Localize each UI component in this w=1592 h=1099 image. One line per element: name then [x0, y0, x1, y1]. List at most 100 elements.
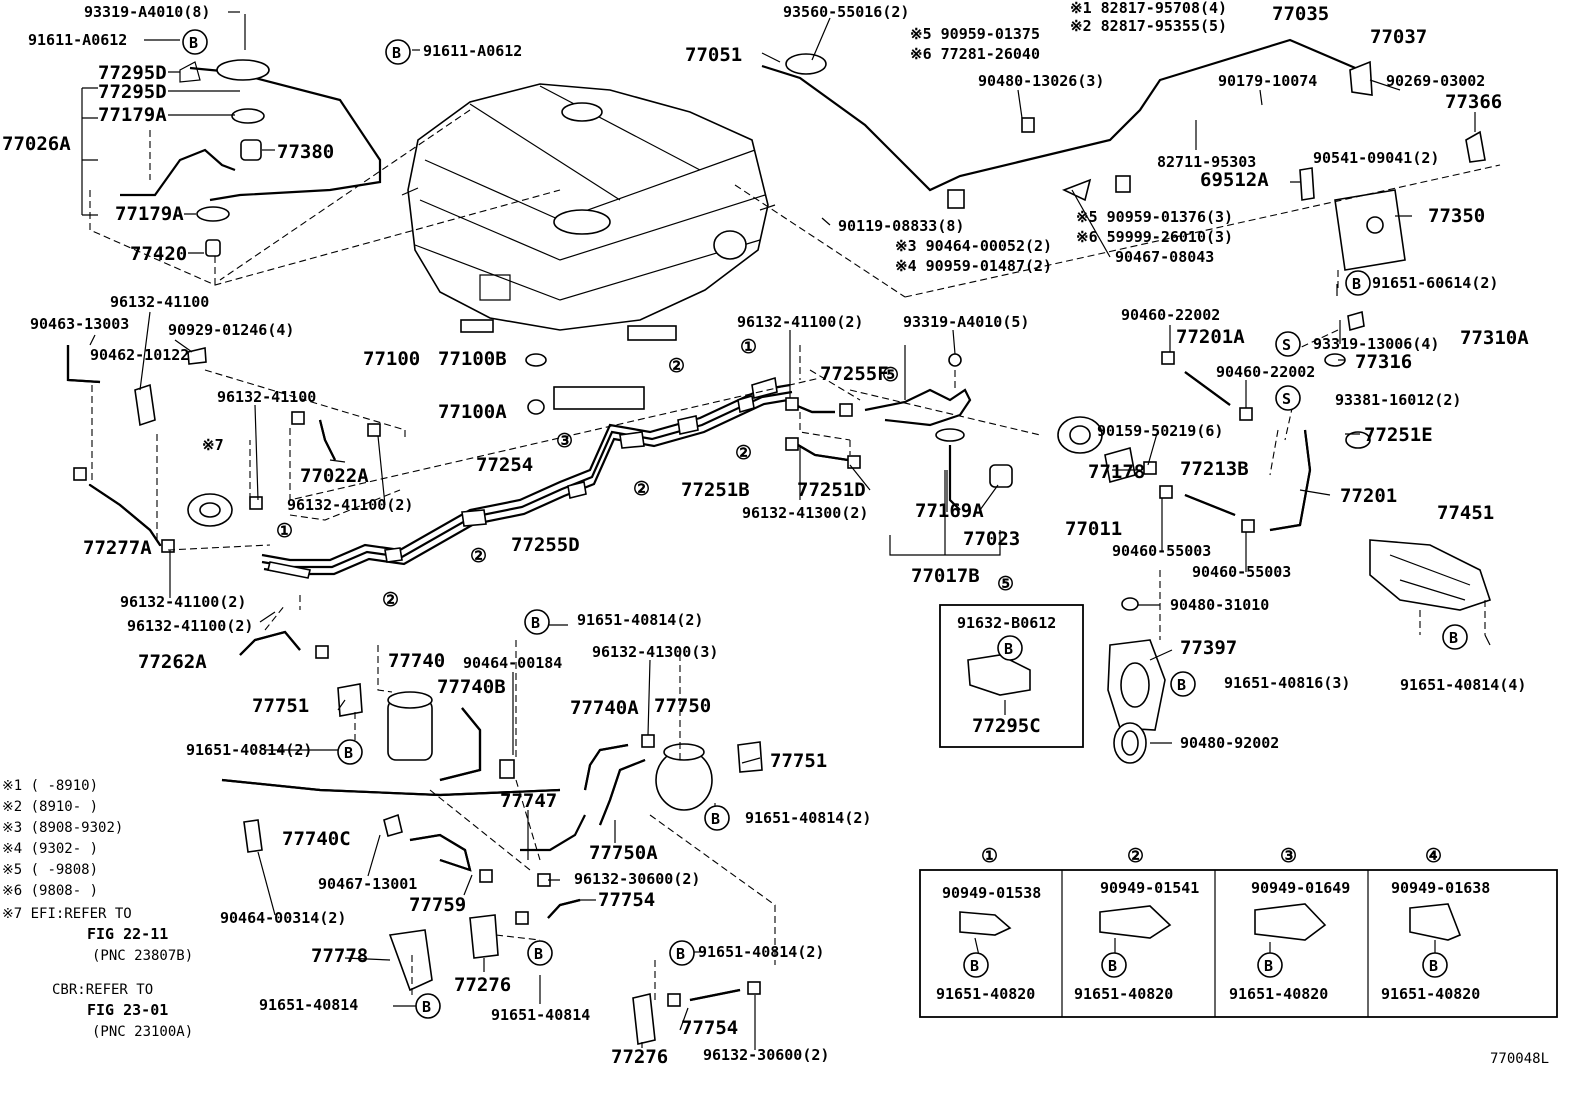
filler-plate-77397	[1107, 597, 1166, 764]
label-77023: 77023	[963, 528, 1020, 550]
label-77178: 77178	[1088, 461, 1145, 483]
label-77740a: 77740A	[570, 697, 639, 719]
label-c3-91651-40820: 91651-40820	[1229, 985, 1328, 1003]
label-77740: 77740	[388, 650, 445, 672]
marker-b-6: B	[1177, 676, 1186, 694]
label-77366: 77366	[1445, 91, 1502, 113]
fuel-tank-drawing	[401, 83, 776, 331]
label-77037: 77037	[1370, 26, 1427, 48]
label-77051: 77051	[685, 44, 742, 66]
marker-b-2: B	[392, 44, 401, 62]
label-90269-03002: 90269-03002	[1386, 72, 1485, 90]
skid-plate-77451	[1369, 539, 1492, 635]
label-77100b: 77100B	[438, 348, 507, 370]
footnote-7-line-1: ※7 EFI:REFER TO	[2, 906, 132, 922]
label-77420: 77420	[130, 243, 187, 265]
label-90480-92002: 90480-92002	[1180, 734, 1279, 752]
pad-77100b	[525, 353, 547, 367]
label-69512a: 69512A	[1200, 169, 1269, 191]
label-90464-00184: 90464-00184	[463, 654, 562, 672]
label-91651-40814-2-d: 91651-40814(2)	[698, 943, 824, 961]
vent-line-assembly	[120, 14, 382, 257]
label-90480-13026-3: 90480-13026(3)	[978, 72, 1104, 90]
label-77251b: 77251B	[681, 479, 750, 501]
label-m4-90959-01487-2: ※4 90959-01487(2)	[895, 257, 1052, 275]
label-77751-a: 77751	[252, 695, 309, 717]
label-91651-40814-2-b: 91651-40814(2)	[186, 741, 312, 759]
legend-circle-1: ①	[981, 845, 998, 867]
marker-circle-5-a: ⑤	[882, 364, 899, 386]
marker-b-9: B	[711, 810, 720, 828]
label-77022a: 77022A	[300, 465, 369, 487]
marker-circle-5-b: ⑤	[997, 573, 1014, 595]
label-93560-55016-2: 93560-55016(2)	[783, 3, 909, 21]
label-91651-40814-b: 91651-40814	[491, 1006, 590, 1024]
label-77754-b: 77754	[681, 1017, 738, 1039]
label-m1-82817-95708-4: ※1 82817-95708(4)	[1070, 0, 1227, 17]
label-77759: 77759	[409, 894, 466, 916]
label-90460-55003-b: 90460-55003	[1192, 563, 1291, 581]
label-77740c: 77740C	[282, 828, 351, 850]
label-77350: 77350	[1428, 205, 1485, 227]
label-77011: 77011	[1065, 518, 1122, 540]
label-93319-13006-4: 93319-13006(4)	[1313, 335, 1439, 353]
footnote-7-line-6: (PNC 23100A)	[92, 1024, 193, 1040]
label-77750a: 77750A	[589, 842, 658, 864]
label-77295d-b: 77295D	[98, 81, 167, 103]
label-77100a: 77100A	[438, 401, 507, 423]
label-93319-a4010-5: 93319-A4010(5)	[903, 313, 1029, 331]
pad-77100-b	[627, 325, 677, 341]
label-77778: 77778	[311, 945, 368, 967]
marker-circle-1-a: ①	[740, 336, 757, 358]
pad-77100a	[553, 386, 645, 410]
marker-circle-1-b: ①	[276, 520, 293, 542]
label-90179-10074: 90179-10074	[1218, 72, 1317, 90]
label-c1-90949-01538: 90949-01538	[942, 884, 1041, 902]
footnote-3: ※3 (8908-9302)	[2, 820, 123, 836]
label-96132-41100-2-a: 96132-41100(2)	[737, 313, 863, 331]
label-m6-59999-26010-3: ※6 59999-26010(3)	[1076, 228, 1233, 246]
label-77295d-a: 77295D	[98, 62, 167, 84]
label-77255f: 77255F	[820, 363, 889, 385]
label-77310a: 77310A	[1460, 327, 1529, 349]
label-c4-90949-01638: 90949-01638	[1391, 879, 1490, 897]
footnote-7-line-4: CBR:REFER TO	[52, 982, 153, 998]
label-96132-41100-2-d: 96132-41100(2)	[127, 617, 253, 635]
footnote-6: ※6 (9808- )	[2, 883, 98, 899]
label-91611-a0612-a: 91611-A0612	[28, 31, 127, 49]
marker-circle-2-c: ②	[633, 478, 650, 500]
label-77262a: 77262A	[138, 651, 207, 673]
label-96132-41100-b: 96132-41100	[217, 388, 316, 406]
footnote-4: ※4 (9302- )	[2, 841, 98, 857]
marker-b-10: B	[676, 945, 685, 963]
marker-b-8: B	[344, 744, 353, 762]
filler-pipe-and-lines	[761, 38, 1486, 271]
pad-77100a-grommet	[527, 399, 545, 415]
label-77380: 77380	[277, 141, 334, 163]
label-77751-b: 77751	[770, 750, 827, 772]
label-77277a: 77277A	[83, 537, 152, 559]
footnote-2: ※2 (8910- )	[2, 799, 98, 815]
label-90159-50219-6: 90159-50219(6)	[1097, 422, 1223, 440]
label-91651-40816-3: 91651-40816(3)	[1224, 674, 1350, 692]
clamp-legend	[919, 869, 1558, 1018]
part-labels: 93319-A4010(8) 91611-A0612 91611-A0612 7…	[2, 0, 1549, 1068]
hoses-centre	[785, 397, 861, 469]
label-96132-41300-3: 96132-41300(3)	[592, 643, 718, 661]
label-77276-a: 77276	[454, 974, 511, 996]
marker-b-4: B	[531, 614, 540, 632]
label-77451: 77451	[1437, 502, 1494, 524]
label-96132-41100-a: 96132-41100	[110, 293, 209, 311]
label-82711-95303: 82711-95303	[1157, 153, 1256, 171]
label-91651-40814-a: 91651-40814	[259, 996, 358, 1014]
label-96132-41100-2-b: 96132-41100(2)	[287, 496, 413, 514]
label-m2-82817-95355-5: ※2 82817-95355(5)	[1070, 17, 1227, 35]
marker-b-14: B	[1108, 957, 1117, 975]
label-m5-90959-01376-3: ※5 90959-01376(3)	[1076, 208, 1233, 226]
charcoal-canister-area	[221, 630, 763, 1045]
marker-b-15: B	[1264, 957, 1273, 975]
label-91611-a0612-b: 91611-A0612	[423, 42, 522, 60]
label-m3-90464-00052-2: ※3 90464-00052(2)	[895, 237, 1052, 255]
label-77179a-a: 77179A	[98, 104, 167, 126]
